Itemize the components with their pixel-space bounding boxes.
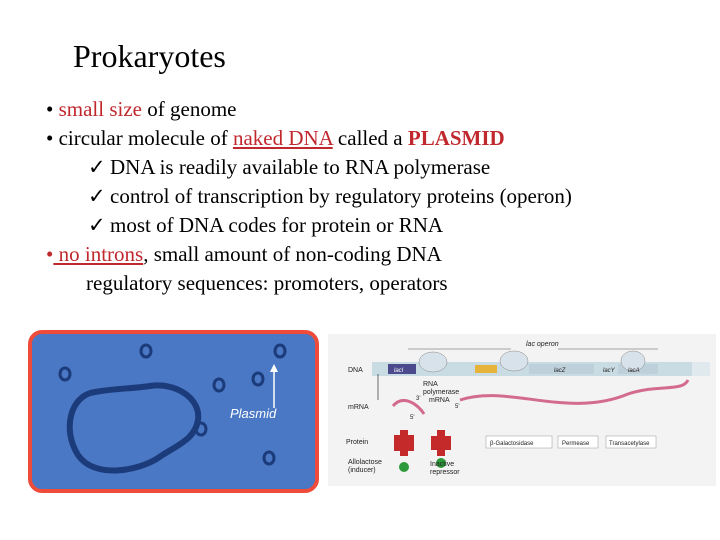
slide-title: Prokaryotes — [73, 38, 226, 74]
sub-bullet-availability: ✓DNA is readily available to RNA polymer… — [46, 153, 572, 182]
svg-text:5': 5' — [455, 404, 459, 410]
svg-text:Transacetylase: Transacetylase — [609, 441, 650, 447]
svg-text:repressor: repressor — [430, 469, 460, 476]
svg-text:(inducer): (inducer) — [348, 467, 376, 474]
check-icon: ✓ — [88, 213, 106, 237]
bullet-list: • small size of genome • circular molecu… — [46, 95, 572, 298]
svg-text:lacI: lacI — [394, 368, 404, 374]
inducer-molecule — [399, 462, 409, 472]
operator-site — [475, 365, 497, 373]
bullet-introns: • no introns, small amount of non-coding… — [46, 240, 572, 269]
lacz-gene — [529, 364, 594, 374]
svg-text:lacY: lacY — [603, 368, 616, 374]
svg-text:Inactive: Inactive — [430, 461, 454, 468]
small-plasmid — [212, 377, 226, 393]
bullet-glyph: • — [46, 242, 54, 266]
small-plasmid — [251, 371, 265, 387]
svg-text:RNA: RNA — [423, 381, 438, 388]
called-text: called a — [332, 126, 408, 150]
non-coding-text: , small amount of non-coding DNA — [143, 242, 442, 266]
inactive-repressor — [431, 430, 451, 456]
svg-text:lacZ: lacZ — [554, 368, 566, 374]
small-plasmid — [58, 366, 72, 382]
svg-text:3': 3' — [416, 396, 420, 402]
plasmid-label: Plasmid — [230, 406, 277, 421]
mrna-label: mRNA — [348, 404, 369, 411]
bullet-circular-molecule: • circular molecule of naked DNA called … — [46, 124, 572, 153]
sub-bullet-text: control of transcription by regulatory p… — [110, 184, 572, 208]
dna-label: DNA — [348, 367, 363, 374]
chromosome-ring — [66, 382, 202, 474]
permease-box — [557, 435, 599, 449]
bullet-glyph: • — [46, 126, 54, 150]
svg-text:β-Galactosidase: β-Galactosidase — [490, 441, 534, 447]
small-plasmid — [139, 343, 153, 359]
svg-text:mRNA: mRNA — [429, 397, 450, 404]
genome-text: of genome — [142, 97, 237, 121]
sub-bullet-text: most of DNA codes for protein or RNA — [110, 213, 444, 237]
bullet-genome-size: • small size of genome — [46, 95, 572, 124]
circular-text: circular molecule of — [58, 126, 233, 150]
sub-bullet-coding: ✓most of DNA codes for protein or RNA — [46, 211, 572, 240]
regulatory-text: regulatory sequences: promoters, operato… — [86, 271, 448, 295]
naked-dna-link[interactable]: naked DNA — [232, 126, 333, 150]
protein-label: Protein — [346, 439, 368, 446]
lac-operon-label: lac operon — [526, 341, 559, 348]
mrna-strand — [391, 399, 426, 415]
no-introns-link[interactable]: no introns — [53, 242, 144, 266]
small-plasmid — [273, 343, 287, 359]
check-icon: ✓ — [88, 184, 106, 208]
check-icon: ✓ — [88, 155, 106, 179]
laci-gene — [388, 364, 416, 374]
transacetylase-box — [605, 435, 657, 449]
small-size-text: small size — [58, 97, 143, 121]
lac-operon-diagram: lac operon DNA lacI lacZ lacY lacA mRNA … — [328, 334, 716, 486]
rna-polymerase-shape — [418, 351, 448, 373]
beta-gal-box — [485, 435, 553, 449]
bullet-glyph: • — [46, 97, 54, 121]
svg-text:polymerase: polymerase — [423, 389, 459, 396]
bullet-regulatory-sequences: regulatory sequences: promoters, operato… — [46, 269, 572, 298]
svg-text:lacA: lacA — [628, 368, 640, 374]
sub-bullet-transcription-control: ✓control of transcription by regulatory … — [46, 182, 572, 211]
plasmid-term: PLASMID — [407, 126, 505, 150]
sub-bullet-text: DNA is readily available to RNA polymera… — [110, 155, 491, 179]
svg-text:5': 5' — [410, 415, 414, 421]
arrow-head — [270, 364, 278, 372]
small-plasmid — [194, 421, 208, 437]
bacterial-cell — [28, 330, 319, 493]
svg-text:Permease: Permease — [562, 441, 590, 447]
svg-text:Allolactose: Allolactose — [348, 459, 382, 466]
small-plasmid — [262, 450, 276, 466]
